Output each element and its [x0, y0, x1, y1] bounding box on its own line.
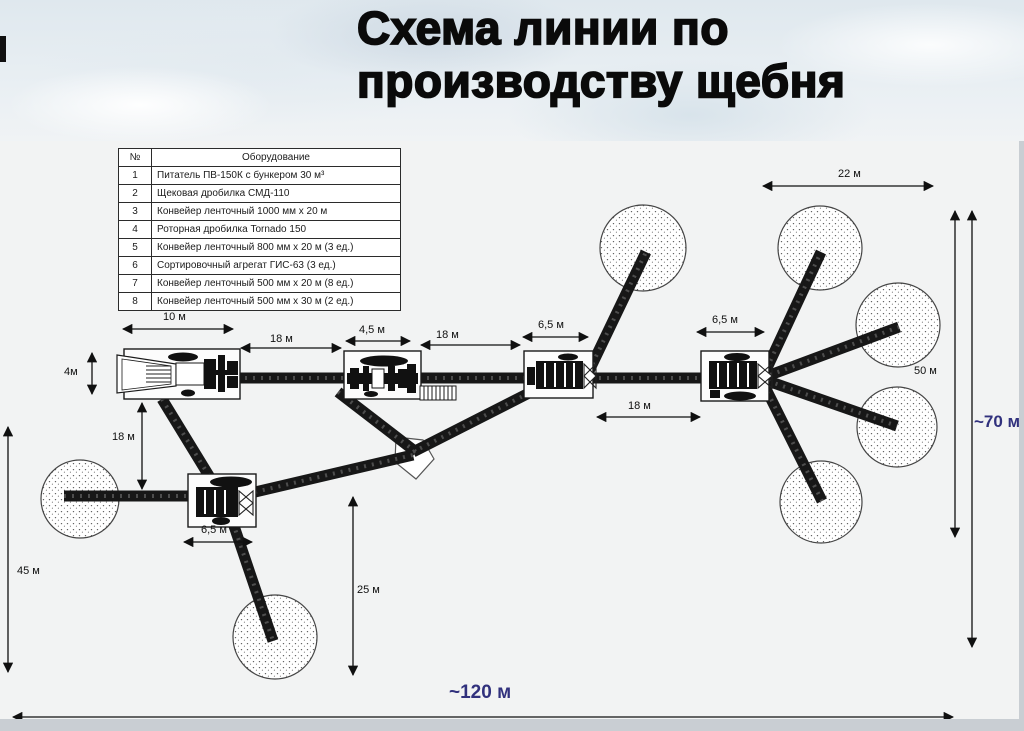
dimension-label-total-width: ~120 м [449, 682, 512, 703]
feeder-jaw-crusher-unit [116, 348, 241, 400]
row-no: 1 [118, 166, 152, 185]
dimension-label-gap-feeder: 18 м [270, 333, 293, 345]
row-no: 5 [118, 238, 152, 257]
dimension-label-tornado-width: 4,5 м [359, 324, 385, 336]
row-name: Щековая дробилка СМД-110 [151, 184, 401, 203]
row-name: Конвейер ленточный 500 мм x 30 м (2 ед.) [151, 292, 401, 311]
dimension-label-top-span: 22 м [838, 168, 861, 180]
row-no: 3 [118, 202, 152, 221]
dimension-label-total-height: ~70 м [974, 412, 1021, 431]
col-header-no: № [118, 148, 152, 167]
screening-unit-2 [700, 350, 773, 402]
sky-header-background: Схема линии по производству щебня [0, 0, 1024, 141]
dimension-label-gap-tornado: 18 м [436, 329, 459, 341]
dimension-label-right-height: 50 м [914, 365, 937, 377]
slide-title-line1: Схема линии по [356, 1, 729, 55]
tornado-crusher-unit [343, 350, 457, 401]
table-header-row: № Оборудование [118, 148, 401, 167]
dimension-label-mid-height: 25 м [357, 584, 380, 596]
conveyor-belt [762, 249, 826, 371]
slide-edge-bottom [0, 719, 1024, 731]
stockpile-circle [777, 205, 863, 291]
row-name: Питатель ПВ-150К с бункером 30 м³ [151, 166, 401, 185]
dimension-label-screen2-width: 6,5 м [712, 314, 738, 326]
row-name: Конвейер ленточный 500 мм x 20 м (8 ед.) [151, 274, 401, 293]
row-name: Конвейер ленточный 1000 мм x 20 м [151, 202, 401, 221]
conveyor-texture [64, 251, 900, 642]
slide-title: Схема линии по производству щебня [356, 1, 846, 109]
row-no: 6 [118, 256, 152, 275]
row-no: 7 [118, 274, 152, 293]
row-name: Конвейер ленточный 800 мм x 20 м (3 ед.) [151, 238, 401, 257]
dimension-label-feeder-height: 4м [64, 366, 78, 378]
row-no: 4 [118, 220, 152, 239]
dimension-lines [2, 180, 978, 723]
col-header-equipment: Оборудование [151, 148, 401, 167]
conveyor-belt [768, 321, 901, 381]
dimension-label-gap-screens: 18 м [628, 400, 651, 412]
screening-unit-1 [523, 350, 597, 399]
left-edge-artifact [0, 36, 6, 62]
dimension-label-screen3-width: 6,5 м [201, 524, 227, 536]
slide-edge-right [1019, 141, 1024, 731]
row-name: Роторная дробилка Tornado 150 [151, 220, 401, 239]
dimension-label-screen1-width: 6,5 м [538, 319, 564, 331]
stockpile-circle [599, 204, 687, 292]
dimension-label-left-height: 45 м [17, 565, 40, 577]
stockpile-circle [856, 386, 938, 468]
dimension-label-feeder-width: 10 м [163, 311, 186, 323]
row-no: 8 [118, 292, 152, 311]
grizzly-screen [419, 385, 457, 401]
screening-unit-3 [187, 473, 257, 528]
stockpile-circle [779, 460, 863, 544]
dimension-label-drop: 18 м [112, 431, 135, 443]
row-no: 2 [118, 184, 152, 203]
slide-title-line2: производству щебня [356, 54, 846, 108]
row-name: Сортировочный агрегат ГИС-63 (3 ед.) [151, 256, 401, 275]
